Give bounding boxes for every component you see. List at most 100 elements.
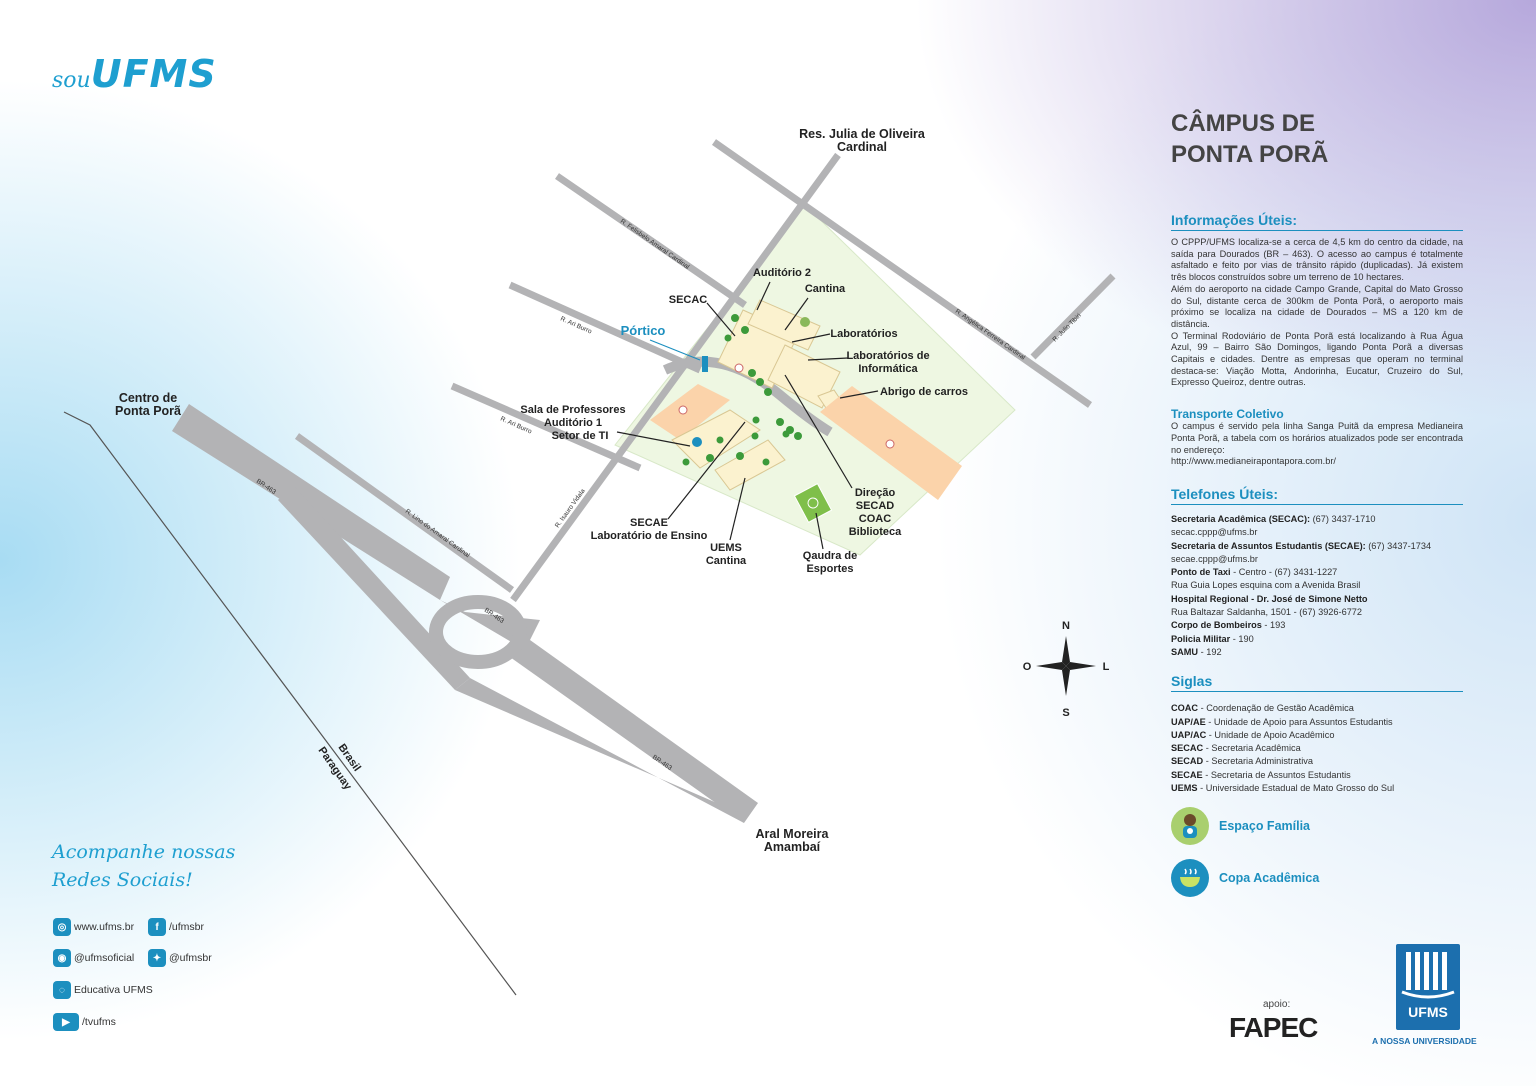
label-direcao-1: Direção bbox=[855, 487, 896, 499]
copa-academica-label: Copa Acadêmica bbox=[1219, 871, 1320, 886]
social-title-line1: Acompanhe nossas bbox=[52, 841, 236, 863]
building-uems bbox=[714, 439, 786, 491]
sigla-line: SECAD - Secretaria Administrativa bbox=[1171, 756, 1313, 767]
social-facebook-label: /ufmsbr bbox=[169, 921, 205, 933]
info-paragraph-3: O Terminal Rodoviário de Ponta Porã está… bbox=[1171, 330, 1463, 388]
sigla-line: COAC - Coordenação de Gestão Acadêmica bbox=[1171, 703, 1354, 714]
copa-marker bbox=[692, 437, 702, 447]
portico-arrow bbox=[649, 339, 701, 361]
place-centro-1: Centro de bbox=[119, 391, 177, 405]
street-julio bbox=[1030, 273, 1116, 360]
place-res-julia-1: Res. Julia de Oliveira bbox=[799, 127, 926, 141]
social-educativa[interactable]: ◌Educativa UFMS bbox=[53, 981, 153, 999]
sigla-line: SECAC - Secretaria Acadêmica bbox=[1171, 743, 1301, 754]
transporte-paragraph: O campus é servido pela linha Sanga Puit… bbox=[1171, 421, 1463, 455]
sigla-line: UAP/AC - Unidade de Apoio Acadêmico bbox=[1171, 729, 1335, 740]
apoio-label: apoio: bbox=[1263, 999, 1291, 1010]
label-labinfo-1: Laboratórios de bbox=[846, 350, 929, 362]
compass-rose: N S O L bbox=[1023, 620, 1110, 719]
social-twitter-label: @ufmsbr bbox=[169, 952, 212, 964]
social-twitter[interactable]: ✦@ufmsbr bbox=[148, 949, 212, 967]
social-facebook[interactable]: f/ufmsbr bbox=[148, 918, 204, 936]
social-youtube[interactable]: ▶/tvufms bbox=[53, 1013, 116, 1031]
label-sala-2: Auditório 1 bbox=[544, 417, 602, 429]
label-abrigo: Abrigo de carros bbox=[880, 386, 968, 398]
telefones-heading: Telefones Úteis: bbox=[1171, 486, 1463, 505]
social-title-line2: Redes Sociais! bbox=[52, 869, 193, 891]
border-line bbox=[63, 411, 517, 996]
building-sala-professores bbox=[650, 384, 730, 440]
label-uems-1: UEMS bbox=[710, 542, 742, 554]
compass-l: L bbox=[1103, 661, 1110, 673]
label-labinfo-2: Informática bbox=[858, 363, 918, 375]
label-arrows bbox=[616, 281, 879, 550]
portico-gate bbox=[702, 356, 708, 372]
tel-line[interactable]: secae.cppp@ufms.br bbox=[1171, 553, 1258, 564]
streets bbox=[294, 139, 1116, 603]
telefones-list: Secretaria Acadêmica (SECAC): (67) 3437-… bbox=[1171, 513, 1463, 659]
tel-line: Secretaria de Assuntos Estudantis (SECAE… bbox=[1171, 540, 1432, 551]
tel-line[interactable]: secac.cppp@ufms.br bbox=[1171, 527, 1258, 538]
logo-ufms: UFMS bbox=[90, 52, 217, 96]
info-paragraph-2: Além do aeroporto na cidade Campo Grande… bbox=[1171, 283, 1463, 329]
place-res-julia-2: Cardinal bbox=[837, 140, 887, 154]
street-label-angelica: R. Angélica Ferreira Cardinal bbox=[954, 308, 1027, 362]
social-instagram-label: @ufmsoficial bbox=[74, 952, 135, 964]
social-instagram[interactable]: ◉@ufmsoficial bbox=[53, 949, 134, 967]
info-text: O CPPP/UFMS localiza-se a cerca de 4,5 k… bbox=[1171, 237, 1463, 389]
roundabout bbox=[429, 595, 527, 669]
fapec-logo[interactable]: FAPEC bbox=[1229, 1012, 1318, 1043]
transporte-url[interactable]: http://www.medianeirapontapora.com.br/ bbox=[1171, 456, 1336, 467]
sigla-line: UEMS - Universidade Estadual de Mato Gro… bbox=[1171, 783, 1395, 793]
place-aral-2: Amambaí bbox=[764, 840, 821, 854]
street-label-julio: R. Julio Tibiri bbox=[1051, 312, 1082, 343]
br463-lower-segment bbox=[500, 640, 758, 823]
label-secae-1: SECAE bbox=[630, 517, 668, 529]
label-secae-2: Laboratório de Ensino bbox=[591, 530, 708, 542]
copa-academica-legend: Copa Acadêmica bbox=[1171, 859, 1463, 898]
compass-s: S bbox=[1062, 707, 1069, 719]
street-ari-burro-2 bbox=[450, 382, 642, 472]
label-sala-1: Sala de Professores bbox=[520, 404, 625, 416]
label-sala-3: Setor de TI bbox=[552, 430, 609, 442]
familia-marker bbox=[800, 317, 810, 327]
siglas-list: COAC - Coordenação de Gestão Acadêmica U… bbox=[1171, 702, 1463, 795]
campus-title: CÂMPUS DE PONTA PORÃ bbox=[1171, 108, 1463, 170]
label-uems-2: Cantina bbox=[706, 555, 747, 567]
street-lino bbox=[294, 433, 515, 593]
social-youtube-label: /tvufms bbox=[82, 1016, 116, 1028]
place-aral-1: Aral Moreira bbox=[756, 827, 830, 841]
educativa-icon: ◌ bbox=[53, 981, 71, 999]
tel-line: Rua Guia Lopes esquina com a Avenida Bra… bbox=[1171, 580, 1361, 591]
social-title: Acompanhe nossas Redes Sociais! bbox=[52, 838, 235, 894]
twitter-icon: ✦ bbox=[148, 949, 166, 967]
trees bbox=[682, 314, 802, 466]
tel-line: Secretaria Acadêmica (SECAC): (67) 3437-… bbox=[1171, 513, 1376, 524]
tel-line: Corpo de Bombeiros - 193 bbox=[1171, 620, 1286, 631]
br463-left-ramp-2 bbox=[455, 678, 744, 823]
compass-o: O bbox=[1023, 661, 1032, 673]
ufms-logo-name: UFMS bbox=[1408, 1004, 1448, 1020]
compass-n: N bbox=[1062, 620, 1070, 632]
street-label-lino: R. Lino do Amaral Cardinal bbox=[404, 508, 471, 560]
sigla-line: UAP/AE - Unidade de Apoio para Assuntos … bbox=[1171, 716, 1393, 727]
street-angelica bbox=[711, 139, 1093, 408]
transporte-text: O campus é servido pela linha Sanga Puit… bbox=[1171, 421, 1463, 468]
place-centro-2: Ponta Porã bbox=[115, 404, 181, 418]
marker-e-1 bbox=[678, 405, 688, 415]
sigla-line: SECAE - Secretaria de Assuntos Estudanti… bbox=[1171, 769, 1351, 780]
marker-e-2 bbox=[734, 363, 744, 373]
espaco-familia-label: Espaço Família bbox=[1219, 819, 1311, 834]
ufms-logo[interactable]: UFMS bbox=[1396, 944, 1460, 1030]
social-site[interactable]: ◎www.ufms.br bbox=[53, 918, 134, 936]
sou-ufms-logo[interactable]: souUFMS bbox=[52, 52, 217, 96]
street-isauro bbox=[510, 152, 841, 603]
label-auditorio2: Auditório 2 bbox=[753, 267, 811, 279]
ufms-tagline: A NOSSA UNIVERSIDADE bbox=[1372, 1036, 1477, 1046]
espaco-familia-legend: Espaço Família bbox=[1171, 807, 1463, 846]
social-educativa-label: Educativa UFMS bbox=[74, 984, 153, 996]
youtube-icon: ▶ bbox=[53, 1013, 79, 1031]
building-cantina bbox=[747, 299, 821, 351]
label-laboratorios: Laboratórios bbox=[830, 328, 897, 340]
